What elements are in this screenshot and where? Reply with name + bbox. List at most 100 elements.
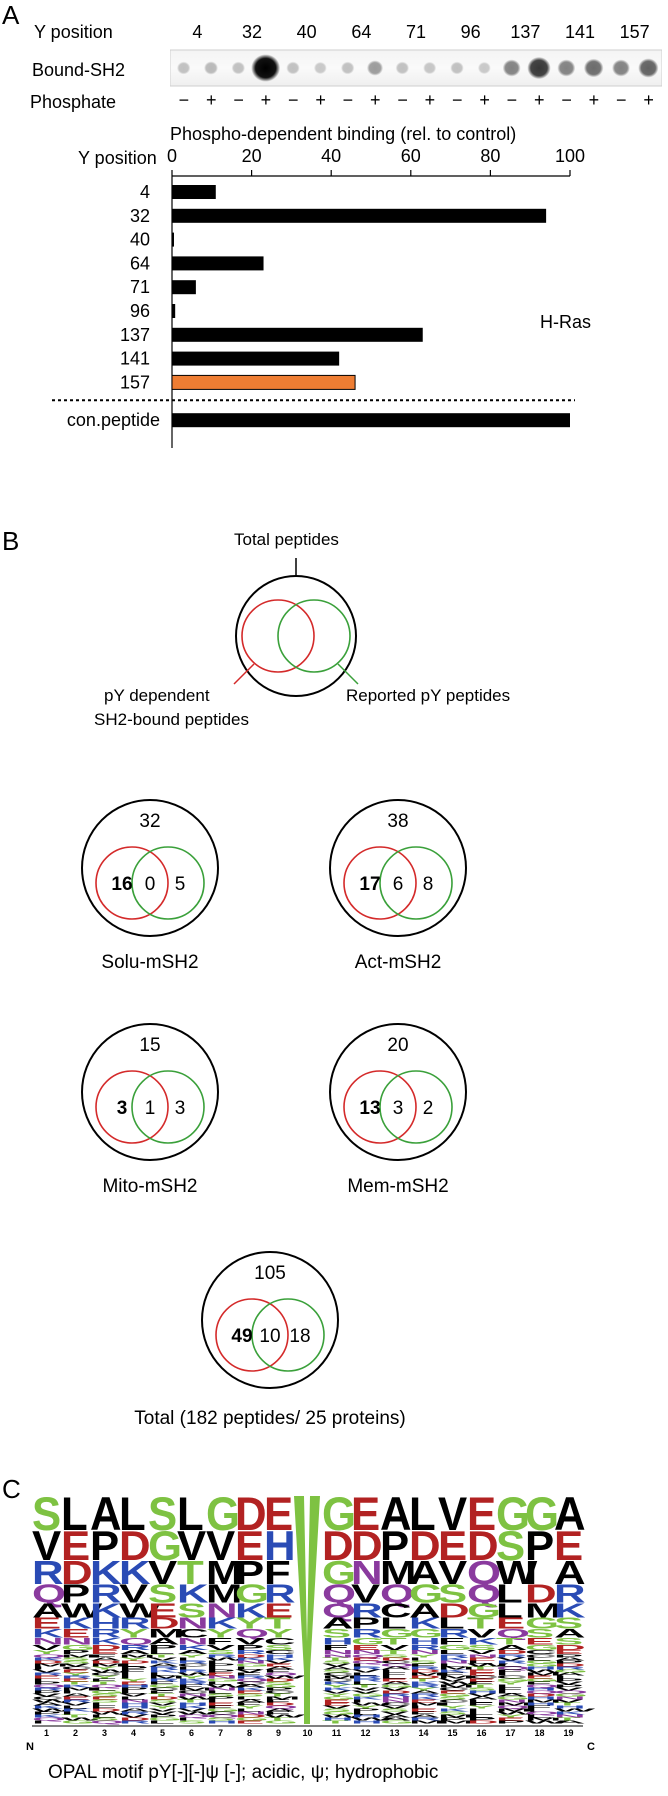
bar-137 xyxy=(172,327,423,342)
logo-letter-top: A xyxy=(380,1492,412,1540)
logo-letter-minor: Q xyxy=(264,1672,298,1677)
logo-letter-top: L xyxy=(61,1492,88,1540)
venn-red-circle xyxy=(95,846,169,920)
logo-letter-minor: K xyxy=(177,1579,209,1609)
bar-96 xyxy=(172,304,176,318)
logo-letter-minor: R xyxy=(409,1684,441,1689)
logo-position-label: 4 xyxy=(131,1728,136,1738)
logo-letter-minor: L xyxy=(351,1711,378,1716)
phosphate-sign: + xyxy=(370,90,381,110)
logo-letter-minor: Q xyxy=(525,1690,559,1695)
logo-letter-minor: S xyxy=(467,1687,496,1692)
logo-letter-minor: C xyxy=(380,1660,412,1665)
logo-letter-minor: Y xyxy=(119,1678,149,1683)
logo-letter-minor: P xyxy=(554,1684,583,1689)
logo-letter-minor: Y xyxy=(148,1705,178,1710)
logo-letter-minor: W xyxy=(496,1555,538,1592)
logo-letter-minor: S xyxy=(467,1643,496,1651)
logo-letter-minor: T xyxy=(61,1681,88,1686)
logo-letter-minor: M xyxy=(496,1708,532,1713)
logo-position-label: 6 xyxy=(189,1728,194,1738)
logo-letter-minor: E xyxy=(235,1720,264,1725)
logo-letter-minor: K xyxy=(32,1714,64,1719)
venn-reported-count: 18 xyxy=(289,1326,310,1347)
logo-position-label: 17 xyxy=(505,1728,515,1738)
logo-letter-minor: D xyxy=(380,1657,412,1662)
logo-letter-minor: P xyxy=(119,1687,148,1692)
logo-letter-minor: S xyxy=(90,1693,119,1698)
logo-letter-minor: V xyxy=(32,1669,62,1674)
logo-letter-minor: L xyxy=(525,1657,552,1662)
logo-letter-minor: G xyxy=(467,1599,501,1622)
logo-letter-minor: C xyxy=(61,1666,93,1671)
logo-letter-minor: A xyxy=(554,1555,586,1592)
logo-letter-minor: I xyxy=(206,1666,218,1671)
logo-letter-minor: M xyxy=(525,1717,561,1722)
logo-letter-minor: L xyxy=(351,1672,378,1677)
logo-letter-minor: E xyxy=(438,1690,467,1695)
logo-letter-minor: L xyxy=(61,1705,88,1710)
logo-letter-minor: P xyxy=(438,1717,467,1722)
logo-letter-minor: G xyxy=(525,1663,559,1668)
logo-letter-minor: G xyxy=(554,1669,588,1674)
logo-letter-minor: Y xyxy=(322,1693,352,1698)
logo-letter-minor: V xyxy=(496,1657,526,1662)
logo-letter-minor: V xyxy=(148,1711,178,1716)
logo-letter-minor: T xyxy=(496,1636,523,1647)
logo-letter-minor: D xyxy=(119,1660,151,1665)
logo-letter-minor: V xyxy=(119,1579,148,1609)
x-tick-label: 100 xyxy=(555,146,585,166)
logo-letter-minor: F xyxy=(206,1705,233,1710)
logo-letter-minor: A xyxy=(380,1717,412,1722)
logo-letter-minor: F xyxy=(264,1555,291,1592)
logo-letter-minor: V xyxy=(32,1643,61,1651)
venn-reported-count: 3 xyxy=(175,1098,186,1119)
logo-letter-minor: Q xyxy=(351,1660,385,1665)
panel-a-label: A xyxy=(2,0,20,30)
logo-letter-second: D xyxy=(119,1523,151,1570)
logo-letter-minor: F xyxy=(467,1702,494,1707)
logo-letter-minor: C xyxy=(496,1675,528,1680)
logo-letter-minor: G xyxy=(380,1720,414,1725)
logo-letter-minor: T xyxy=(61,1714,88,1719)
logo-letter-minor: W xyxy=(177,1696,219,1701)
blot-spot xyxy=(231,61,246,75)
logo-letter-minor: R xyxy=(90,1626,122,1640)
logo-letter-minor: F xyxy=(380,1672,407,1677)
logo-letter-minor: S xyxy=(322,1660,351,1665)
logo-letter-minor: P xyxy=(32,1690,61,1695)
venn-dependent-count: 13 xyxy=(359,1098,380,1119)
logo-letter-minor: W xyxy=(264,1714,306,1719)
logo-letter-minor: H xyxy=(525,1687,557,1692)
venn-total-count: 105 xyxy=(254,1263,286,1284)
logo-letter-minor: I xyxy=(380,1669,392,1674)
logo-letter-minor: T xyxy=(380,1649,407,1656)
blot-y-position-label: Y position xyxy=(34,22,113,42)
logo-letter-minor: N xyxy=(206,1687,238,1692)
logo-letter-second: P xyxy=(525,1523,554,1570)
logo-letter-minor: S xyxy=(438,1696,467,1701)
logo-letter-minor: L xyxy=(380,1614,407,1632)
logo-letter-minor: V xyxy=(380,1711,410,1716)
logo-letter-minor: K xyxy=(90,1599,122,1622)
logo-letter-minor: R xyxy=(90,1579,122,1609)
logo-letter-minor: C xyxy=(264,1636,296,1647)
logo-letter-minor: Q xyxy=(322,1599,356,1622)
logo-letter-minor: Y xyxy=(119,1626,148,1640)
logo-letter-minor: D xyxy=(148,1696,180,1701)
logo-letter-minor: K xyxy=(119,1555,151,1592)
logo-letter-minor: R xyxy=(496,1660,528,1665)
logo-letter-minor: R xyxy=(119,1614,151,1632)
logo-letter-minor: K xyxy=(177,1705,209,1710)
logo-letter-minor: L xyxy=(351,1681,378,1686)
logo-letter-minor: L xyxy=(119,1696,146,1701)
logo-letter-top: L xyxy=(119,1492,146,1540)
logo-letter-minor: V xyxy=(351,1579,380,1609)
logo-letter-minor: K xyxy=(206,1614,238,1632)
logo-letter-minor: T xyxy=(554,1702,581,1707)
logo-letter-minor: G xyxy=(322,1696,356,1701)
logo-letter-minor: C xyxy=(525,1653,557,1658)
venn-overlap-count: 1 xyxy=(145,1098,156,1119)
venn-green-circle xyxy=(379,846,453,920)
